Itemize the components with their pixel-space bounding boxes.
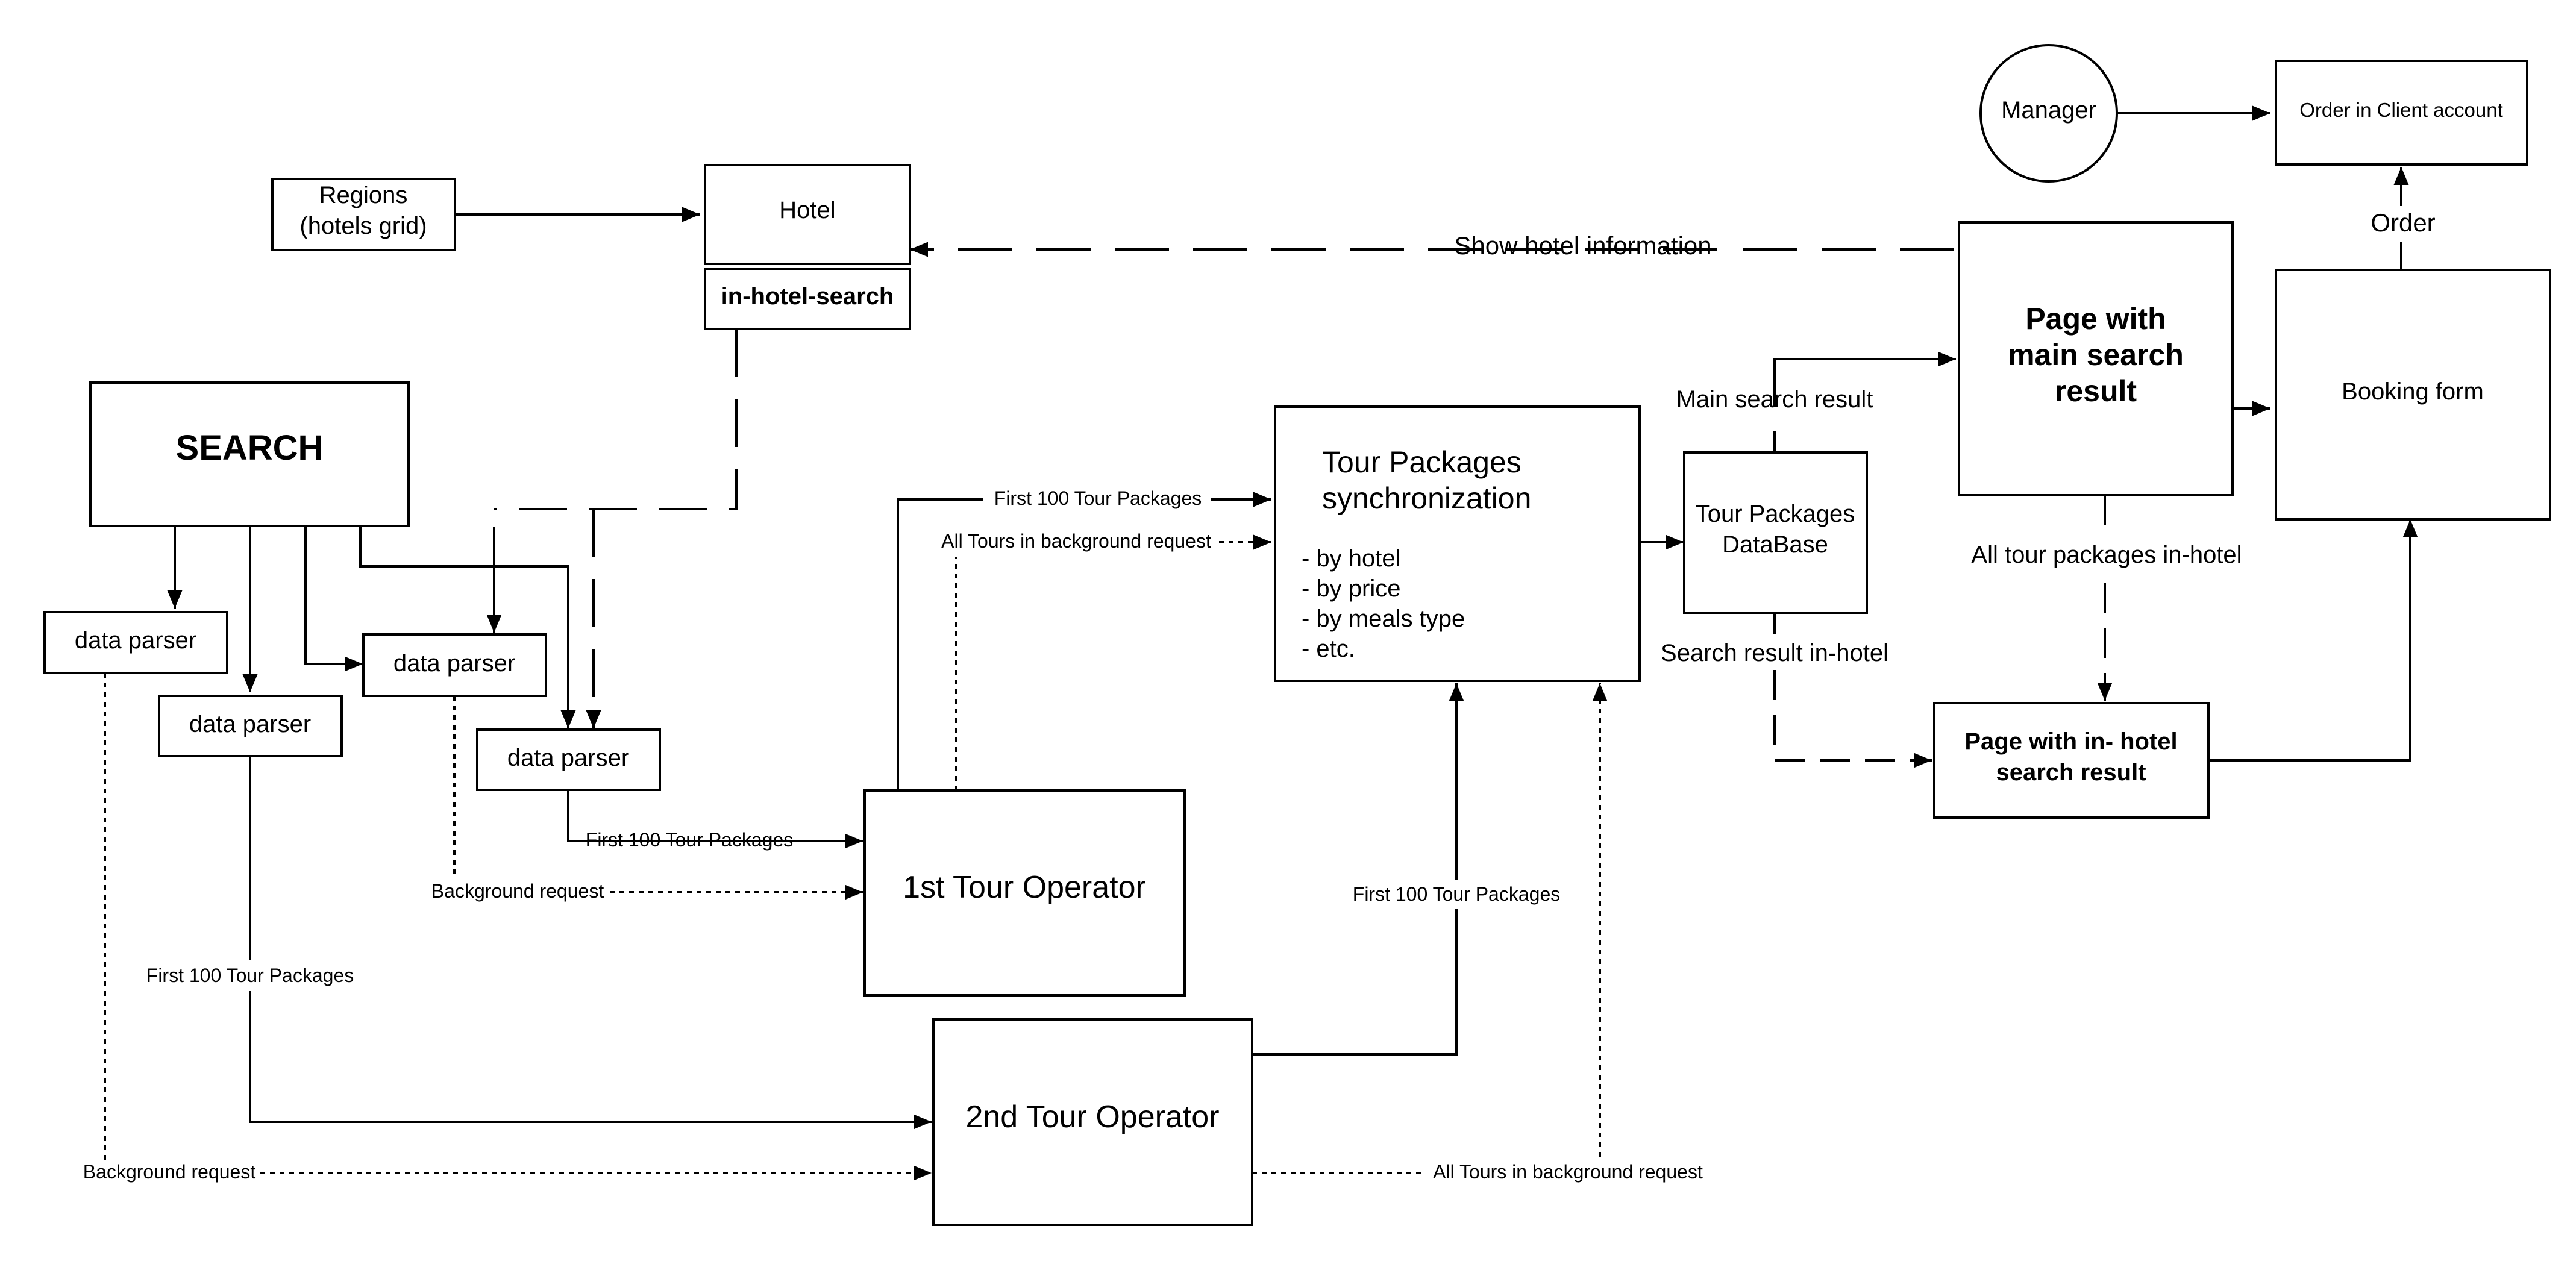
- data-parser-2-label: data parser: [189, 711, 311, 737]
- edge-op1-sync-first100: [897, 499, 1271, 790]
- database-label-2: DataBase: [1722, 531, 1828, 558]
- sync-item-3: - by meals type: [1302, 605, 1465, 632]
- sync-item-4: - etc.: [1302, 636, 1355, 662]
- label-all-tour-packages-in-hotel: All tour packages in-hotel: [1971, 542, 2242, 568]
- sync-item-1: - by hotel: [1302, 545, 1401, 572]
- edge-in-hotel-search-parsers: [494, 329, 738, 510]
- order-client-label: Order in Client account: [2299, 99, 2503, 121]
- sync-title-2: synchronization: [1322, 481, 1531, 515]
- edge-op2-sync-first100: [1252, 683, 1456, 1056]
- tour-operator-1-label: 1st Tour Operator: [903, 870, 1146, 905]
- label-search-result-in-hotel: Search result in-hotel: [1661, 640, 1888, 666]
- page-main-label-3: result: [2055, 374, 2137, 408]
- edge-parser2-op2: [249, 756, 932, 1122]
- data-parser-4-label: data parser: [507, 745, 629, 771]
- sync-box: [1274, 405, 1641, 682]
- edge-page-in-hotel-booking: [2207, 519, 2418, 762]
- page-main-box[interactable]: [1958, 221, 2234, 496]
- hotel-label: Hotel: [779, 197, 835, 224]
- page-main-label-1: Page with: [2025, 302, 2166, 336]
- in-hotel-search-box[interactable]: [704, 268, 911, 330]
- regions-label-1: Regions: [319, 182, 408, 208]
- hotel-box[interactable]: [704, 164, 911, 265]
- label-main-search-result: Main search result: [1676, 386, 1873, 413]
- data-parser-1-label: data parser: [75, 627, 196, 654]
- page-main-label-2: main search: [2008, 338, 2184, 372]
- label-background-request-1: Background request: [431, 880, 604, 902]
- label-show-hotel-info: Show hotel information: [1454, 231, 1711, 260]
- page-in-hotel-label-1: Page with in- hotel: [1964, 728, 2177, 755]
- edge-search-parser-3: [304, 526, 363, 672]
- label-all-tours-bg-top: All Tours in background request: [941, 530, 1211, 552]
- page-in-hotel-box[interactable]: [1933, 702, 2210, 819]
- data-parser-3-box: [362, 633, 547, 697]
- label-first100-op2: First 100 Tour Packages: [1353, 883, 1560, 905]
- edge-op2-sync-bg: [1252, 683, 1600, 1174]
- sync-item-2: - by price: [1302, 575, 1401, 602]
- booking-form-box[interactable]: [2275, 269, 2551, 521]
- page-in-hotel-label-2: search result: [1996, 759, 2146, 786]
- database-box: [1683, 451, 1868, 614]
- tour-operator-2-box: [932, 1018, 1253, 1226]
- edge-op1-sync-bg: [955, 542, 1271, 790]
- edge-search-parser-4: [359, 526, 576, 728]
- label-background-request-2: Background request: [83, 1161, 256, 1183]
- edge-db-page-main: [1773, 359, 1956, 451]
- regions-box: [271, 178, 456, 251]
- database-label-1: Tour Packages: [1696, 501, 1855, 527]
- order-client-box[interactable]: [2275, 60, 2528, 166]
- label-order: Order: [2371, 208, 2435, 237]
- regions-label-2: (hotels grid): [299, 213, 427, 239]
- manager-node: [1979, 44, 2118, 183]
- label-first100-top: First 100 Tour Packages: [994, 487, 1202, 509]
- search-box[interactable]: [89, 381, 410, 527]
- data-parser-2-box: [158, 695, 343, 757]
- edge-parser4-op1: [567, 790, 863, 841]
- data-parser-4-box: [476, 728, 661, 791]
- data-parser-1-box: [43, 611, 228, 674]
- booking-form-label: Booking form: [2342, 378, 2484, 405]
- sync-title-1: Tour Packages: [1322, 445, 1521, 479]
- tour-operator-1-box: [863, 789, 1186, 997]
- tour-operator-2-label: 2nd Tour Operator: [965, 1100, 1219, 1134]
- label-first100-left: First 100 Tour Packages: [146, 965, 354, 986]
- in-hotel-search-label: in-hotel-search: [721, 283, 894, 310]
- label-all-tours-bg-bottom: All Tours in background request: [1433, 1161, 1703, 1183]
- edge-db-page-in-hotel: [1773, 612, 1932, 760]
- manager-label: Manager: [2001, 97, 2096, 124]
- data-parser-3-label: data parser: [393, 650, 515, 677]
- label-first100-parser4: First 100 Tour Packages: [586, 829, 793, 851]
- search-label: SEARCH: [176, 428, 324, 468]
